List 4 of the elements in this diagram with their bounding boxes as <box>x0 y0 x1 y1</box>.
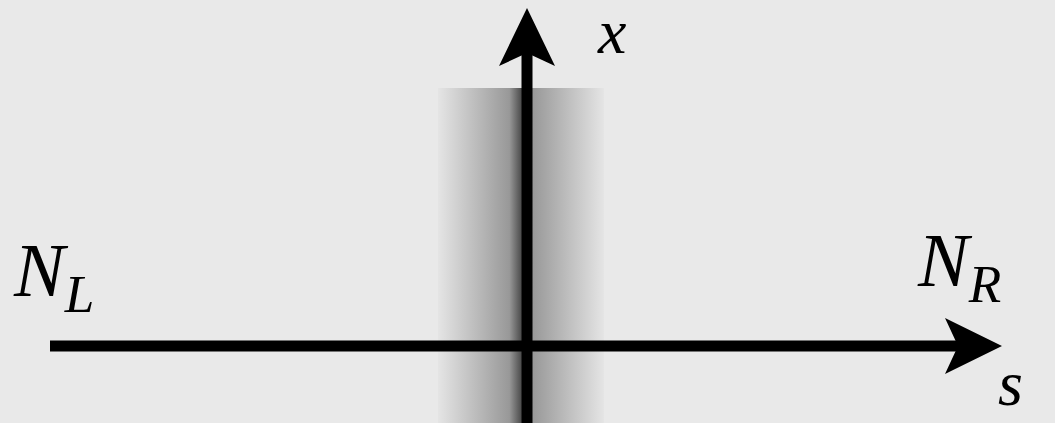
axis-label: x <box>598 0 627 64</box>
axis-label: s <box>998 352 1023 416</box>
region-label: N$_{R}$ <box>918 222 1002 312</box>
region-label: N$_{L}$ <box>14 232 95 322</box>
